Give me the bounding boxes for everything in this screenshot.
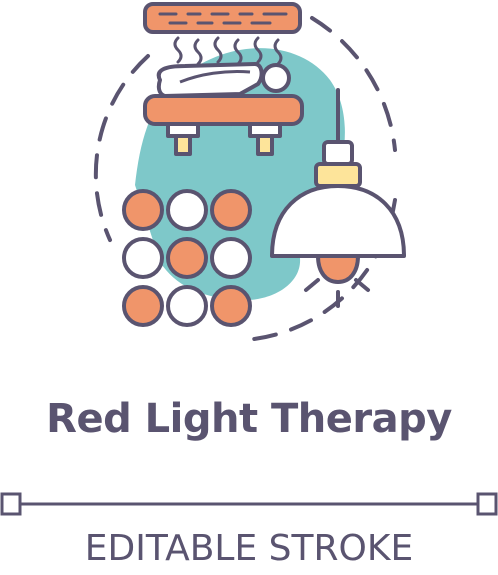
divider-left-handle	[0, 492, 22, 516]
heat-panel-icon	[143, 2, 302, 34]
dashed-circle-outline	[93, 16, 397, 342]
therapy-bed-icon	[143, 94, 304, 156]
divider-right-handle	[476, 492, 498, 516]
led-white-light	[122, 237, 164, 279]
page-title: Red Light Therapy	[46, 396, 452, 442]
light-bulb-icon	[316, 254, 360, 284]
heat-waves-icon	[173, 36, 283, 66]
led-orange-light	[210, 285, 252, 327]
red-light-therapy-icon	[93, 2, 406, 342]
led-white-light	[166, 189, 208, 231]
led-grid-icon	[122, 189, 252, 327]
divider-line	[0, 492, 498, 516]
subtitle: EDITABLE STROKE	[84, 528, 414, 569]
person-lying-icon	[156, 62, 291, 98]
led-orange-light	[122, 285, 164, 327]
led-white-light	[166, 285, 208, 327]
hanging-lamp-icon	[270, 88, 406, 258]
led-orange-light	[210, 189, 252, 231]
light-rays-icon	[304, 278, 370, 308]
led-orange-light	[122, 189, 164, 231]
led-orange-light	[166, 237, 208, 279]
led-white-light	[210, 237, 252, 279]
